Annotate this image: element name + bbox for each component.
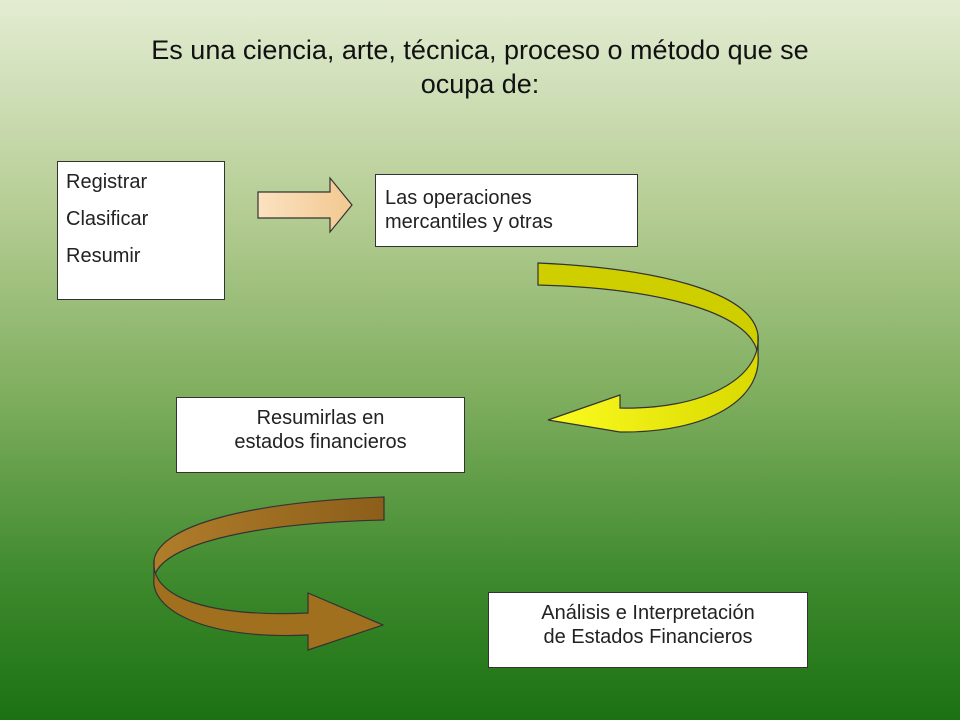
slide-title: Es una ciencia, arte, técnica, proceso o… xyxy=(60,33,900,101)
curved-arrow-icon-brown xyxy=(153,496,385,651)
actions-box: Registrar Clasificar Resumir xyxy=(57,161,225,300)
analysis-line-1: Análisis e Interpretación xyxy=(541,602,755,624)
curved-arrow-icon-yellow xyxy=(537,262,759,433)
analysis-box: Análisis e Interpretación de Estados Fin… xyxy=(488,592,808,668)
summarize-line-1: Resumirlas en xyxy=(256,407,385,429)
action-resumir: Resumir xyxy=(66,245,141,267)
operations-box: Las operaciones mercantiles y otras xyxy=(375,174,638,247)
summarize-box: Resumirlas en estados financieros xyxy=(176,397,465,473)
operations-line-2: mercantiles y otras xyxy=(385,211,553,233)
title-line-1: Es una ciencia, arte, técnica, proceso o… xyxy=(151,35,809,65)
action-clasificar: Clasificar xyxy=(66,208,149,230)
action-registrar: Registrar xyxy=(66,171,148,193)
summarize-line-2: estados financieros xyxy=(234,431,407,453)
analysis-line-2: de Estados Financieros xyxy=(543,626,753,648)
title-line-2: ocupa de: xyxy=(420,69,540,99)
operations-line-1: Las operaciones xyxy=(385,187,532,209)
right-arrow-icon xyxy=(257,176,353,234)
